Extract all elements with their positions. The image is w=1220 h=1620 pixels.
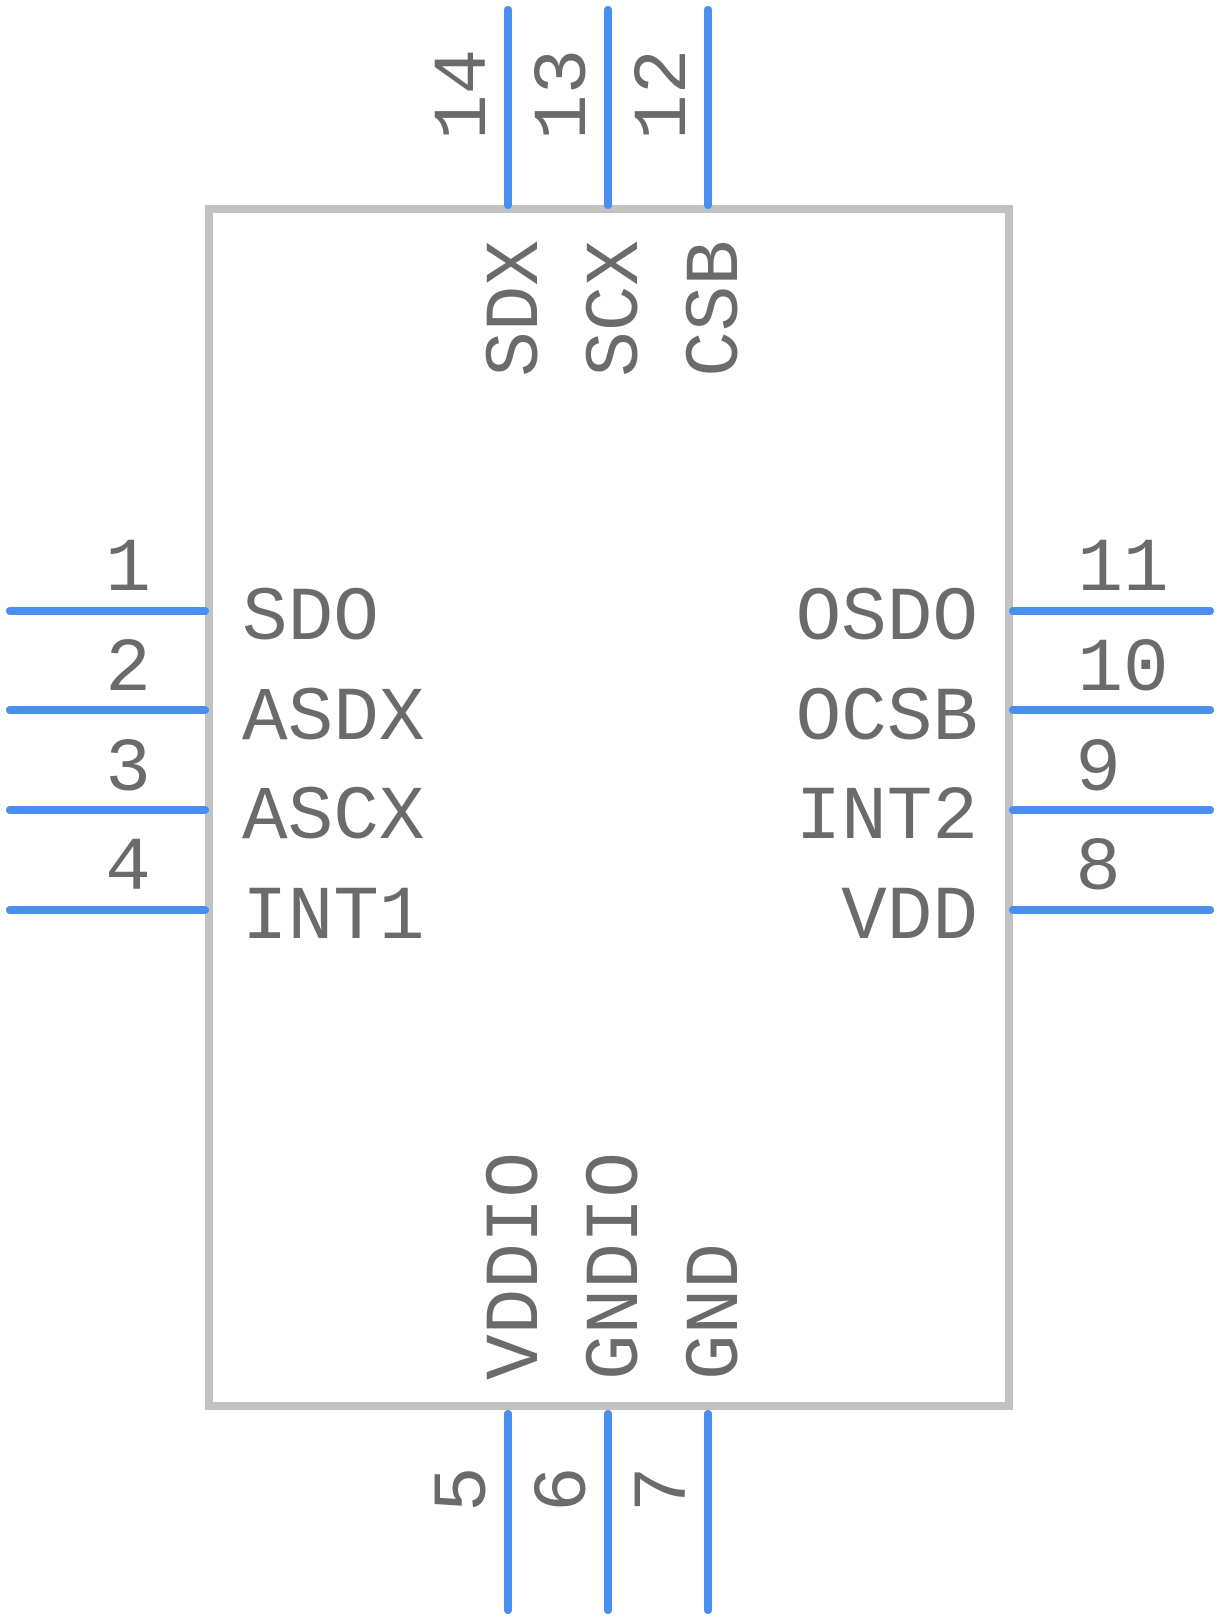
pin-1-number: 1 bbox=[105, 527, 151, 613]
pin-5-name: VDDIO bbox=[474, 1152, 560, 1380]
left-pins: 1 2 3 4 SDO ASDX ASCX INT1 bbox=[6, 527, 424, 961]
pin-3-number: 3 bbox=[105, 727, 151, 813]
pin-7-number: 7 bbox=[622, 1466, 708, 1512]
pin-13-name: SCX bbox=[574, 240, 660, 377]
pin-11-number: 11 bbox=[1077, 527, 1168, 613]
pin-13-number: 13 bbox=[522, 49, 608, 140]
pin-1-name: SDO bbox=[242, 576, 379, 662]
pin-11-name: OSDO bbox=[796, 576, 978, 662]
component-body bbox=[205, 205, 1013, 1410]
pin-12-number: 12 bbox=[622, 49, 708, 140]
pin-14-number: 14 bbox=[422, 49, 508, 140]
pin-6-name: GNDIO bbox=[574, 1152, 660, 1380]
pin-2-number: 2 bbox=[105, 627, 151, 713]
pin-4-name: INT1 bbox=[242, 875, 424, 961]
pin-8-name: VDD bbox=[841, 875, 978, 961]
pin-5-number: 5 bbox=[422, 1466, 508, 1512]
top-pins: 14 13 12 SDX SCX CSB bbox=[422, 6, 760, 377]
pin-3-name: ASCX bbox=[242, 775, 424, 861]
pin-10-name: OCSB bbox=[796, 676, 978, 762]
pin-6-number: 6 bbox=[522, 1466, 608, 1512]
pin-7-name: GND bbox=[674, 1243, 760, 1380]
pin-2-name: ASDX bbox=[242, 676, 424, 762]
pin-9-name: INT2 bbox=[796, 775, 978, 861]
bottom-pins: 5 6 7 VDDIO GNDIO GND bbox=[422, 1152, 760, 1614]
right-pins: 11 10 9 8 OSDO OCSB INT2 VDD bbox=[796, 527, 1214, 961]
pin-10-number: 10 bbox=[1077, 627, 1168, 713]
pin-4-number: 4 bbox=[105, 826, 151, 912]
pin-8-number: 8 bbox=[1075, 826, 1121, 912]
pin-12-name: CSB bbox=[674, 240, 760, 377]
pin-14-name: SDX bbox=[474, 240, 560, 377]
pin-9-number: 9 bbox=[1075, 727, 1121, 813]
